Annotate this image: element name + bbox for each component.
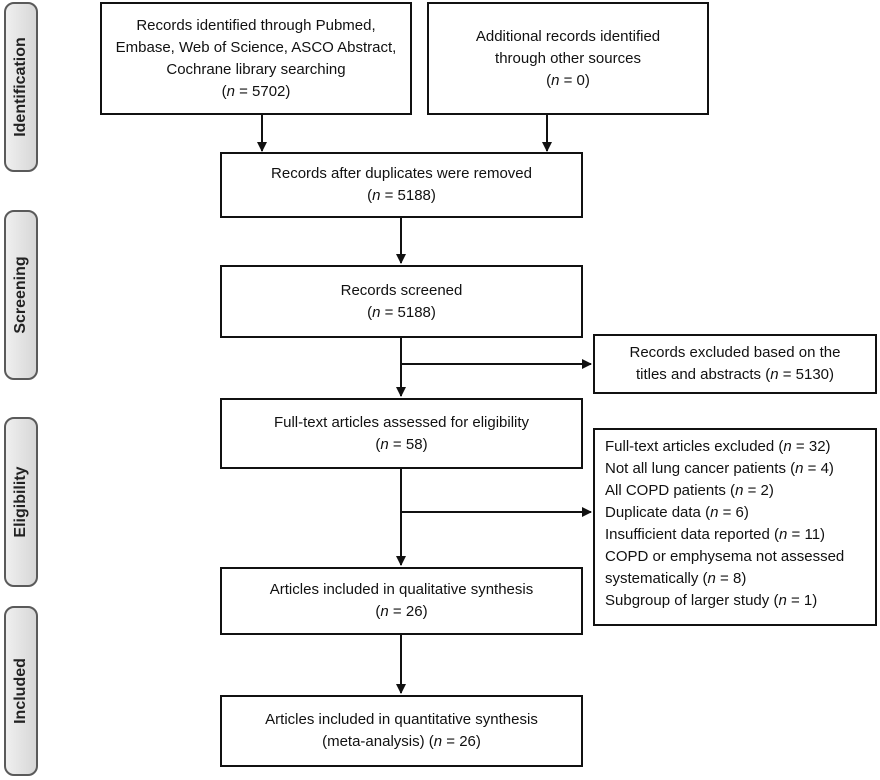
box-text-line: Articles included in quantitative synthe… xyxy=(265,711,538,728)
box-text-line: Records screened xyxy=(340,281,463,299)
box-text-line: Records identified through Pubmed, xyxy=(136,16,376,34)
exclusion-reason: Insufficient data reported (n = 11) xyxy=(605,526,826,543)
phase-screening-label: Screening xyxy=(12,256,29,334)
count-line: titles and abstracts (n = 5130) xyxy=(635,366,835,383)
count-line: (n = 5702) xyxy=(221,82,291,100)
count-line: (n = 5188) xyxy=(367,187,436,204)
box-text-line: Additional records identified xyxy=(475,27,661,45)
quantitative-synthesis-box: Articles included in quantitative synthe… xyxy=(220,695,583,767)
reason-text: Subgroup of larger study xyxy=(605,592,770,609)
phase-identification-label: Identification xyxy=(12,37,29,137)
exclusion-reason: Subgroup of larger study (n = 1) xyxy=(605,592,818,609)
phase-eligibility-label: Eligibility xyxy=(12,466,29,538)
exclusion-title: Full-text articles excluded xyxy=(605,438,775,455)
qualitative-synthesis-box: Articles included in qualitative synthes… xyxy=(220,567,583,635)
count-value: 5188 xyxy=(397,187,431,204)
box-text-line: Articles included in qualitative synthes… xyxy=(269,581,534,598)
reason-count: 8 xyxy=(732,570,742,587)
records-identified-databases-box: Records identified through Pubmed, Embas… xyxy=(100,2,412,115)
count-value: 58 xyxy=(405,435,423,453)
reason-text: COPD or emphysema not assessed xyxy=(605,548,845,565)
records-excluded-box: Records excluded based on the titles and… xyxy=(593,334,877,394)
reason-count: 1 xyxy=(803,592,813,609)
count-line: (n = 0) xyxy=(546,71,590,89)
count-value: 26 xyxy=(405,603,423,620)
count-value: 32 xyxy=(808,438,826,455)
fulltext-excluded-box: Full-text articles excluded (n = 32) Not… xyxy=(593,428,877,626)
box-text-prefix: (meta-analysis) ( xyxy=(322,733,434,750)
reason-text: Not all lung cancer patients xyxy=(605,460,786,477)
box-text-line: Records excluded based on the xyxy=(629,344,841,361)
exclusion-reason: Not all lung cancer patients (n = 4) xyxy=(605,460,834,477)
count-value: 5130 xyxy=(795,366,830,383)
exclusion-reason: All COPD patients (n = 2) xyxy=(605,482,774,499)
exclusion-reason: Duplicate data (n = 6) xyxy=(605,504,749,521)
records-identified-other-box: Additional records identified through ot… xyxy=(427,2,709,115)
phase-included: Included xyxy=(4,606,38,776)
count-value: 0 xyxy=(576,71,585,89)
count-line: (n = 58) xyxy=(375,435,428,453)
count-value: 26 xyxy=(459,733,476,750)
box-text-line: through other sources xyxy=(495,49,641,67)
box-text-line: Records after duplicates were removed xyxy=(271,165,532,182)
reason-text: Insufficient data reported xyxy=(605,526,770,543)
records-screened-box: Records screened (n = 5188) xyxy=(220,265,583,338)
fulltext-assessed-box: Full-text articles assessed for eligibil… xyxy=(220,398,583,469)
reason-count: 4 xyxy=(820,460,829,477)
exclusion-title-line: Full-text articles excluded (n = 32) xyxy=(605,438,831,455)
phase-screening: Screening xyxy=(4,210,38,380)
exclusion-reason: COPD or emphysema not assessed xyxy=(605,546,865,568)
phase-identification: Identification xyxy=(4,2,38,172)
count-value: 5702 xyxy=(252,82,286,100)
count-line: (meta-analysis) (n = 26) xyxy=(322,733,481,750)
phase-included-label: Included xyxy=(12,658,29,724)
box-text-line: Embase, Web of Science, ASCO Abstract, xyxy=(115,38,397,56)
count-line: (n = 5188) xyxy=(367,303,436,321)
box-text-line: Full-text articles assessed for eligibil… xyxy=(273,413,530,431)
exclusion-reason-continued: systematically (n = 8) xyxy=(605,570,747,587)
box-text-prefix: titles and abstracts ( xyxy=(635,366,771,383)
reason-count: 2 xyxy=(760,482,769,499)
records-after-duplicates-box: Records after duplicates were removed (n… xyxy=(220,152,583,218)
count-value: 5188 xyxy=(397,303,431,321)
reason-text: systematically xyxy=(605,570,699,587)
reason-text: All COPD patients xyxy=(605,482,726,499)
reason-count: 11 xyxy=(804,526,821,543)
phase-eligibility: Eligibility xyxy=(4,417,38,587)
reason-count: 6 xyxy=(735,504,744,521)
box-text-line: Cochrane library searching xyxy=(166,60,346,78)
reason-text: Duplicate data xyxy=(605,504,706,521)
count-line: (n = 26) xyxy=(375,603,428,620)
